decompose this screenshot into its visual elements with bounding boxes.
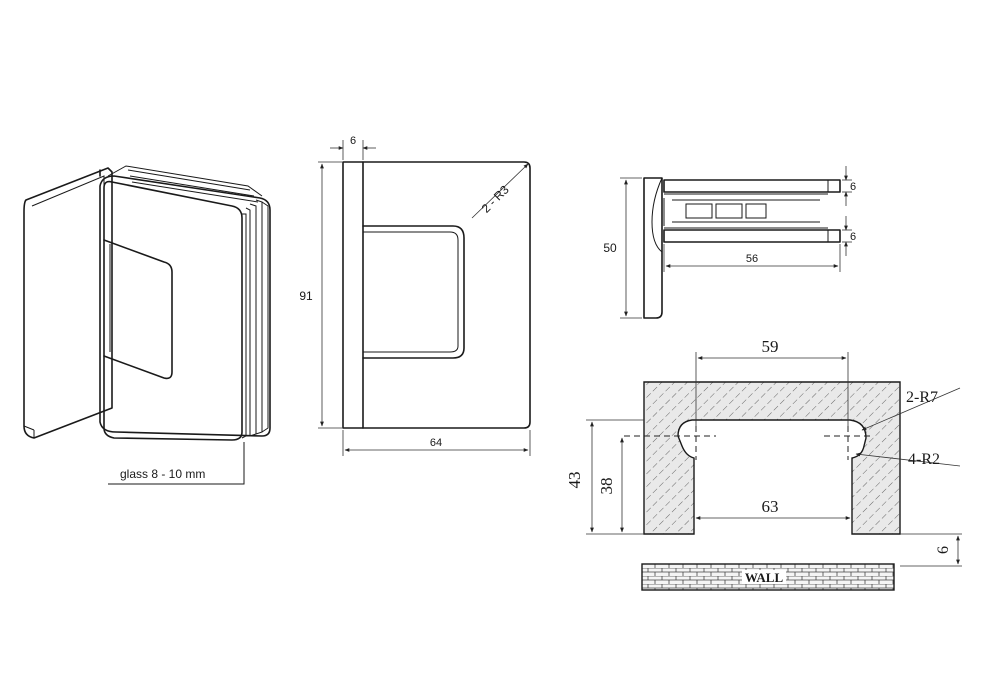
hinge-3d-view xyxy=(23,165,271,485)
side-top-dimension: 6 xyxy=(850,181,856,193)
hinge-front-view xyxy=(318,140,531,456)
cutout-top-dimension: 59 xyxy=(762,337,779,356)
wall-label: WALL xyxy=(745,570,784,585)
cutout-outer-radius-label: 2-R7 xyxy=(906,389,938,406)
cutout-inner-radius-label: 4-R2 xyxy=(908,451,940,468)
side-width-dimension: 56 xyxy=(746,253,758,265)
side-height-dimension: 50 xyxy=(603,241,617,255)
cutout-bottom-dimension: 63 xyxy=(762,497,779,516)
wall-cutout-view xyxy=(586,352,962,591)
glass-thickness-label: glass 8 - 10 mm xyxy=(120,467,205,481)
front-height-dimension: 91 xyxy=(299,289,313,303)
cutout-outer-height-dimension: 43 xyxy=(565,472,584,489)
hinge-side-view xyxy=(620,166,852,319)
front-radius-label: 2 - R3 xyxy=(479,182,512,215)
front-width-dimension: 6 xyxy=(350,135,356,147)
front-base-dimension: 64 xyxy=(430,437,442,449)
cutout-offset-dimension: 6 xyxy=(935,546,952,554)
side-bottom-dimension: 6 xyxy=(850,231,856,243)
cutout-inner-height-dimension: 38 xyxy=(597,478,616,495)
